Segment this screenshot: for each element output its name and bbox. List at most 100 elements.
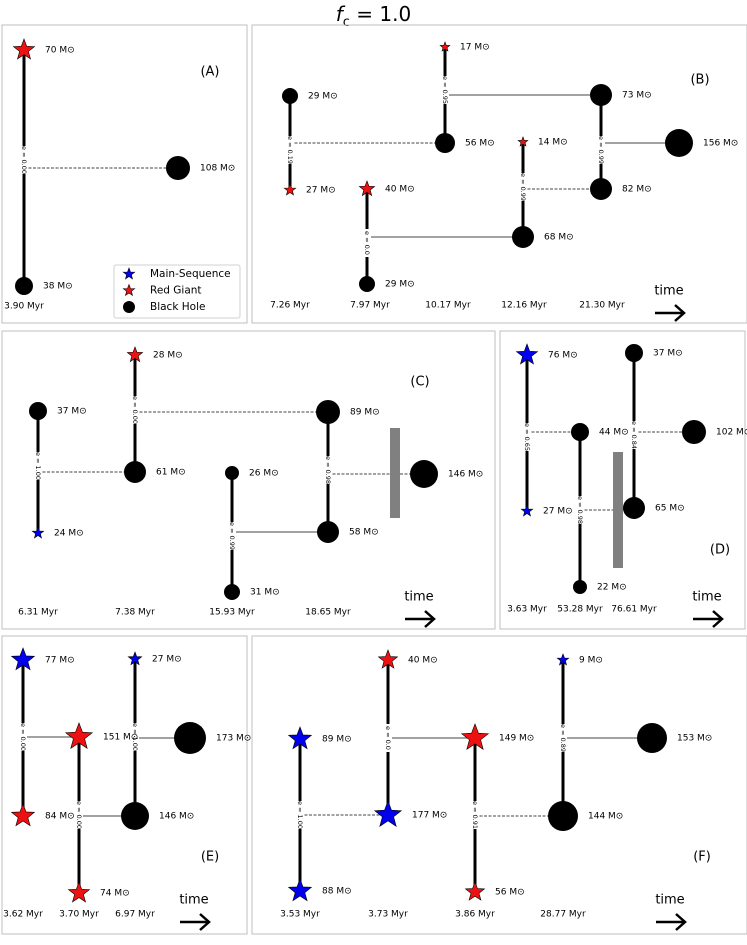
mass-label: 61 M⊙ [156, 468, 186, 478]
interaction-bar [390, 428, 400, 518]
eccentricity-label: e = 1.00 [34, 452, 42, 480]
time-label: 3.62 Myr [3, 910, 43, 920]
interaction-bar [613, 452, 623, 568]
eccentricity-label: e = 0.00 [20, 146, 28, 174]
black-hole-marker [124, 461, 146, 483]
mass-label: 149 M⊙ [499, 734, 534, 744]
eccentricity-label-bg [559, 724, 567, 752]
black-hole-marker [15, 277, 33, 295]
red-giant-star-marker [439, 41, 451, 52]
eccentricity-label-bg [576, 496, 584, 524]
red-giant-star-marker [12, 38, 36, 60]
mass-label: 153 M⊙ [677, 734, 712, 744]
panel-b: e = 0.19e = 0.0e = 0.95e = 0.99e = 0.992… [251, 24, 747, 324]
mass-label: 77 M⊙ [45, 656, 75, 666]
time-label: 28.77 Myr [540, 910, 586, 920]
time-axis-label: time [692, 590, 721, 605]
black-hole-marker [590, 178, 612, 200]
mass-label: 40 M⊙ [385, 185, 415, 195]
black-hole-marker [573, 580, 587, 594]
eccentricity-label-bg [75, 801, 83, 829]
mass-label: 44 M⊙ [599, 428, 629, 438]
eccentricity-label: e = 0.0 [384, 726, 392, 750]
time-label: 3.73 Myr [368, 910, 408, 920]
time-label: 7.97 Myr [350, 301, 390, 311]
eccentricity-label-bg [441, 76, 449, 104]
legend-label: Black Hole [150, 301, 205, 313]
red-giant-star-marker [377, 649, 399, 669]
black-hole-marker [174, 722, 206, 754]
red-giant-star-marker [67, 881, 91, 903]
main-sequence-star-marker [287, 726, 313, 750]
time-label: 10.17 Myr [425, 301, 471, 311]
main-sequence-star-marker [556, 653, 570, 666]
time-label: 3.90 Myr [4, 302, 44, 312]
time-label: 6.97 Myr [115, 910, 155, 920]
mass-label: 29 M⊙ [385, 280, 415, 290]
red-giant-star-marker [126, 346, 144, 363]
red-giant-star-marker [283, 183, 297, 196]
eccentricity-label: e = 0.84 [630, 421, 638, 449]
main-sequence-star-marker [127, 651, 143, 666]
black-hole-marker [225, 466, 239, 480]
panel-frame [499, 330, 746, 630]
legend-label: Main-Sequence [150, 268, 231, 280]
eccentricity-label: e = 0.00 [75, 801, 83, 829]
mass-label: 73 M⊙ [622, 91, 652, 101]
red-giant-star-marker [64, 722, 94, 749]
eccentricity-label: e = 0.91 [471, 801, 479, 829]
black-hole-marker [665, 129, 693, 157]
time-arrow-head [674, 304, 686, 322]
time-label: 3.53 Myr [280, 910, 320, 920]
main-sequence-star-marker [31, 526, 45, 539]
mass-label: 29 M⊙ [308, 92, 338, 102]
black-hole-marker [410, 460, 438, 488]
panel-label: (C) [410, 375, 429, 390]
red-giant-star-marker [517, 136, 529, 147]
panel-label: (B) [690, 73, 709, 88]
mass-label: 28 M⊙ [153, 351, 183, 361]
eccentricity-label: e = 1.00 [296, 801, 304, 829]
mass-label: 102 M⊙ [716, 428, 747, 438]
eccentricity-label-bg [597, 136, 605, 164]
time-label: 3.63 Myr [507, 605, 547, 615]
eccentricity-label-bg [630, 421, 638, 449]
eccentricity-label-bg [131, 723, 139, 751]
mass-label: 70 M⊙ [45, 46, 75, 56]
eccentricity-label: e = 0.99 [597, 136, 605, 164]
main-sequence-star-marker [10, 647, 36, 671]
black-hole-marker [282, 88, 298, 104]
legend-frame [113, 264, 241, 319]
mass-label: 22 M⊙ [597, 583, 627, 593]
eccentricity-label: e = 0.99 [228, 522, 236, 550]
mass-label: 146 M⊙ [159, 812, 194, 822]
eccentricity-label-bg [20, 146, 28, 174]
mass-label: 27 M⊙ [152, 655, 182, 665]
mass-label: 56 M⊙ [465, 139, 495, 149]
eccentricity-label-bg [228, 522, 236, 550]
main-sequence-star-marker [373, 800, 403, 827]
black-hole-marker [435, 133, 455, 153]
black-hole-marker [637, 723, 667, 753]
panel-frame [1, 24, 248, 324]
black-hole-marker [623, 497, 645, 519]
mass-label: 156 M⊙ [703, 139, 738, 149]
eccentricity-label-bg [286, 136, 294, 164]
time-label: 12.16 Myr [501, 301, 547, 311]
mass-label: 65 M⊙ [655, 504, 685, 514]
eccentricity-label: e = 0.89 [559, 724, 567, 752]
mass-label: 56 M⊙ [495, 888, 525, 898]
mass-label: 144 M⊙ [588, 812, 623, 822]
mass-label: 27 M⊙ [306, 186, 336, 196]
black-hole-marker [682, 420, 706, 444]
time-axis-label: time [404, 590, 433, 605]
black-hole-marker [121, 802, 149, 830]
red-giant-star-marker [464, 881, 486, 901]
black-hole-marker [359, 276, 375, 292]
time-arrow-head [424, 610, 436, 628]
